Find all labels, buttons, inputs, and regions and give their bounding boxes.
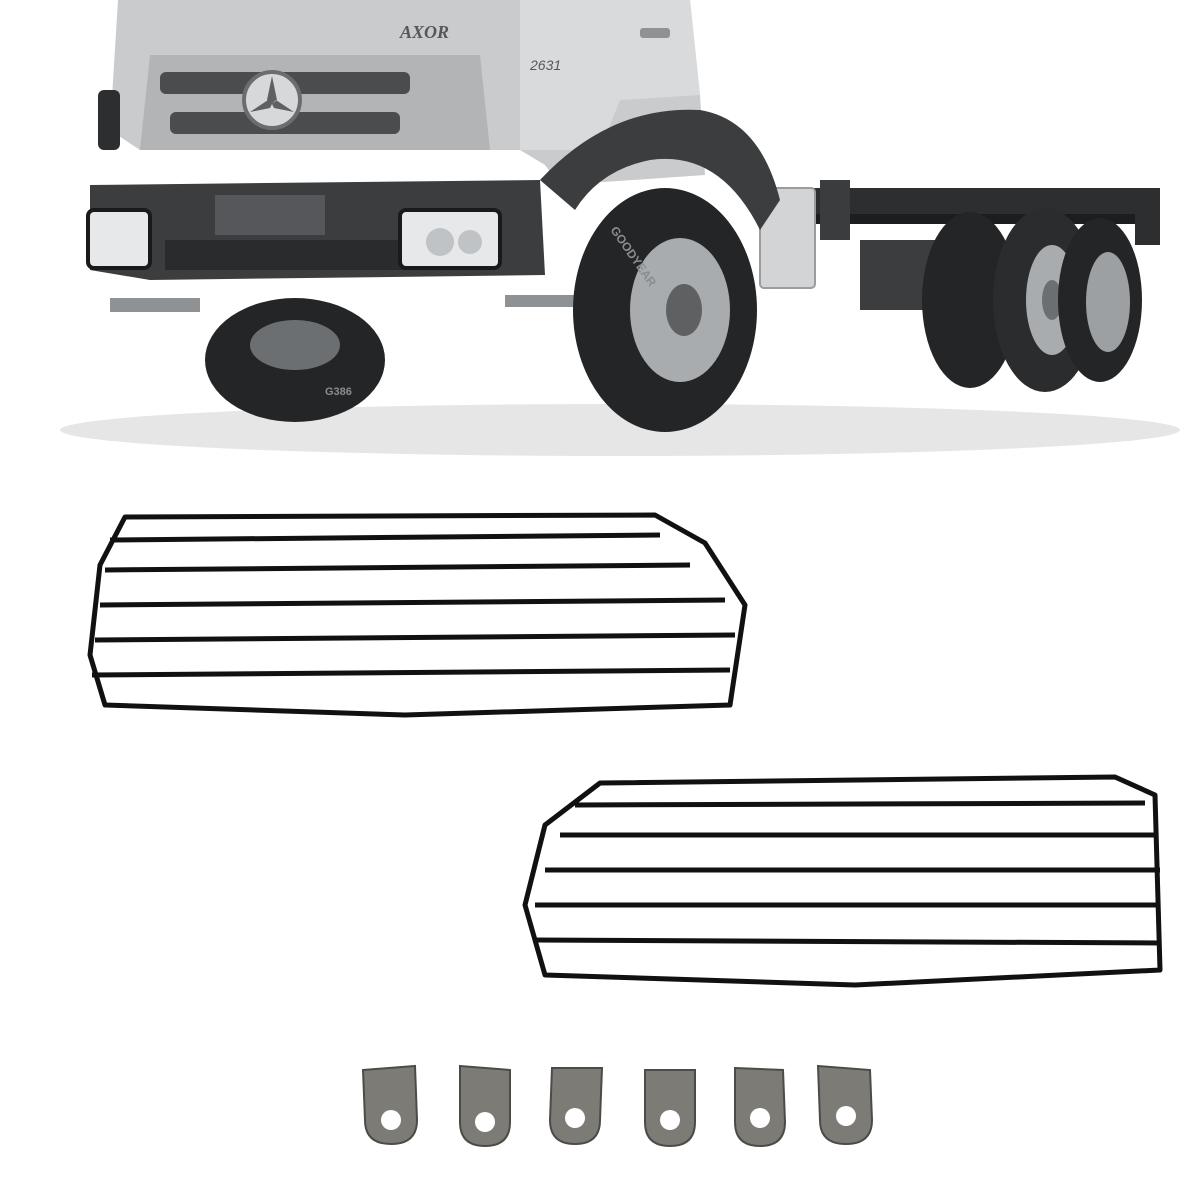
headlamp-grille-guard-right	[522, 774, 1163, 988]
rear-wheels	[922, 208, 1142, 392]
mounting-clip	[816, 1064, 874, 1146]
mounting-clip	[548, 1067, 604, 1146]
headlamp-left	[86, 208, 152, 270]
truck-photo: AXOR 2631	[60, 0, 1180, 456]
wheel-arch	[540, 109, 780, 230]
front-bumper	[86, 180, 605, 312]
tank-box	[759, 187, 816, 289]
headlamp-grille-guard-left	[87, 512, 748, 718]
mounting-clips	[340, 1060, 900, 1170]
front-wheels: GOODYEAR G386	[205, 188, 757, 432]
mounting-clip	[644, 1069, 696, 1148]
side-mirror	[98, 90, 120, 150]
brand-badge: AXOR	[399, 22, 449, 42]
cab: AXOR 2631	[110, 0, 705, 185]
mounting-clip	[734, 1066, 787, 1148]
model-badge: 2631	[529, 57, 561, 73]
tire-model: G386	[325, 386, 352, 398]
mounting-clip	[459, 1064, 511, 1148]
ground-shadow	[60, 404, 1180, 456]
mounting-clip	[361, 1064, 419, 1146]
